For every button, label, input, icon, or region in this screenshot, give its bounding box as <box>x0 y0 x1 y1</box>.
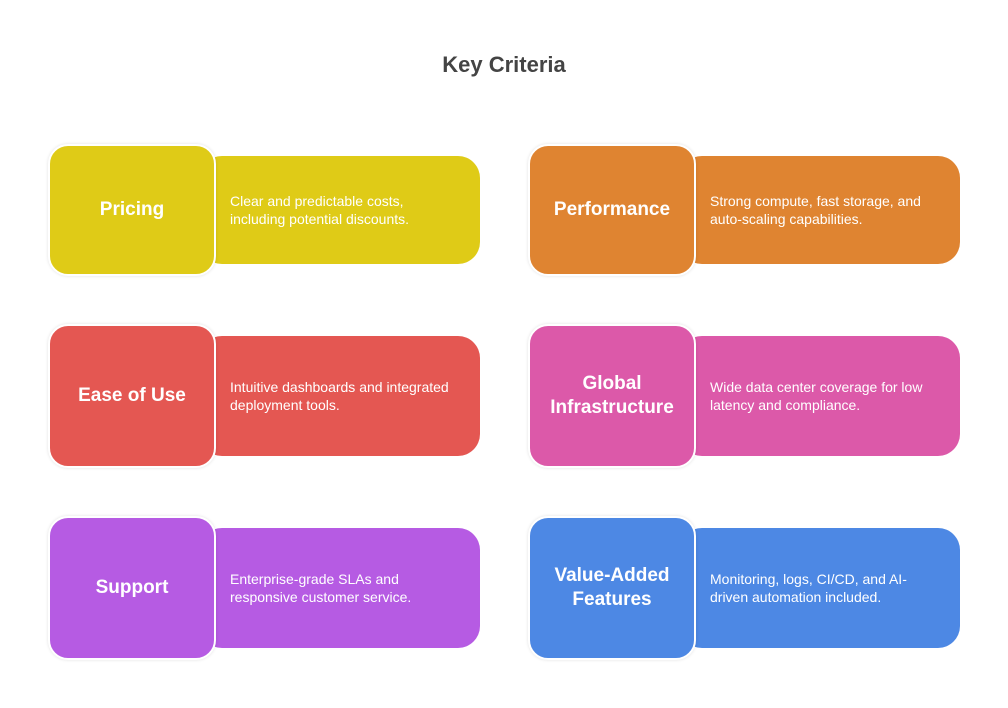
criterion-description: Strong compute, fast storage, and auto-s… <box>680 156 960 264</box>
diagram-title: Key Criteria <box>442 52 566 77</box>
criterion-label: Ease of Use <box>48 324 216 468</box>
criterion-description: Enterprise-grade SLAs and responsive cus… <box>200 528 480 648</box>
criterion-performance: Strong compute, fast storage, and auto-s… <box>528 144 960 276</box>
criterion-description: Intuitive dashboards and integrated depl… <box>200 336 480 456</box>
criterion-label: Support <box>48 516 216 660</box>
criterion-description: Clear and predictable costs, including p… <box>200 156 480 264</box>
criterion-description: Wide data center coverage for low latenc… <box>680 336 960 456</box>
criterion-value-added-features: Monitoring, logs, CI/CD, and AI-driven a… <box>528 516 960 660</box>
criterion-label: Global Infrastructure <box>528 324 696 468</box>
criterion-label: Pricing <box>48 144 216 276</box>
criterion-ease-of-use: Intuitive dashboards and integrated depl… <box>48 324 480 468</box>
criterion-pricing: Clear and predictable costs, including p… <box>48 144 480 276</box>
criterion-label: Performance <box>528 144 696 276</box>
criterion-label: Value-Added Features <box>528 516 696 660</box>
criterion-global-infrastructure: Wide data center coverage for low latenc… <box>528 324 960 468</box>
criterion-support: Enterprise-grade SLAs and responsive cus… <box>48 516 480 660</box>
criterion-description: Monitoring, logs, CI/CD, and AI-driven a… <box>680 528 960 648</box>
